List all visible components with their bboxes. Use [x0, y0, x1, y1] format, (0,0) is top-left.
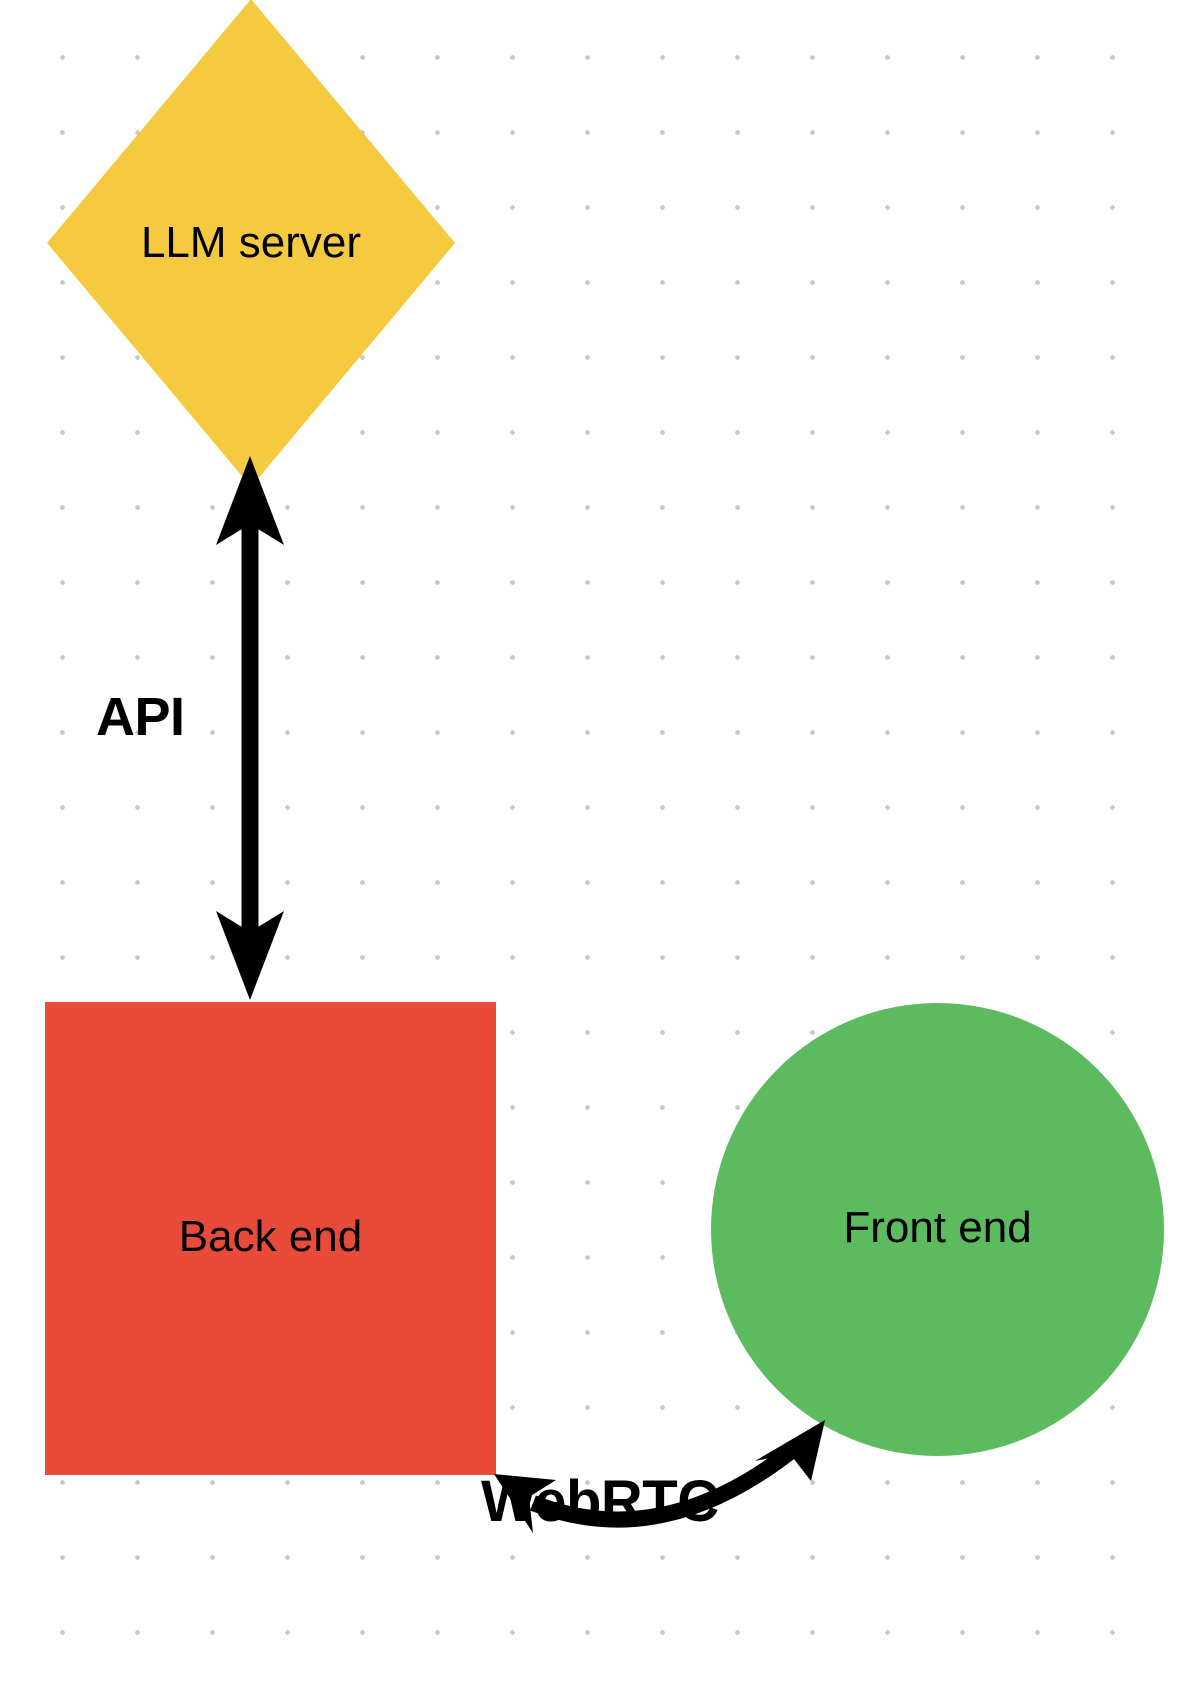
- node-label-back-end: Back end: [178, 1212, 363, 1261]
- node-front-end[interactable]: Front end: [711, 1003, 1164, 1456]
- node-back-end[interactable]: Back end: [45, 1002, 496, 1475]
- edge-label-api: API: [96, 687, 185, 747]
- node-llm-server[interactable]: LLM server: [47, 0, 455, 487]
- edge-api-arrow[interactable]: [216, 456, 284, 1000]
- square-shape: [45, 1002, 496, 1475]
- edge-label-webrtc: WebRTC: [481, 1469, 719, 1534]
- arrowhead-down-icon: [216, 911, 284, 1000]
- node-label-llm-server: LLM server: [140, 218, 362, 267]
- circle-shape: [711, 1003, 1164, 1456]
- node-label-front-end: Front end: [843, 1203, 1032, 1252]
